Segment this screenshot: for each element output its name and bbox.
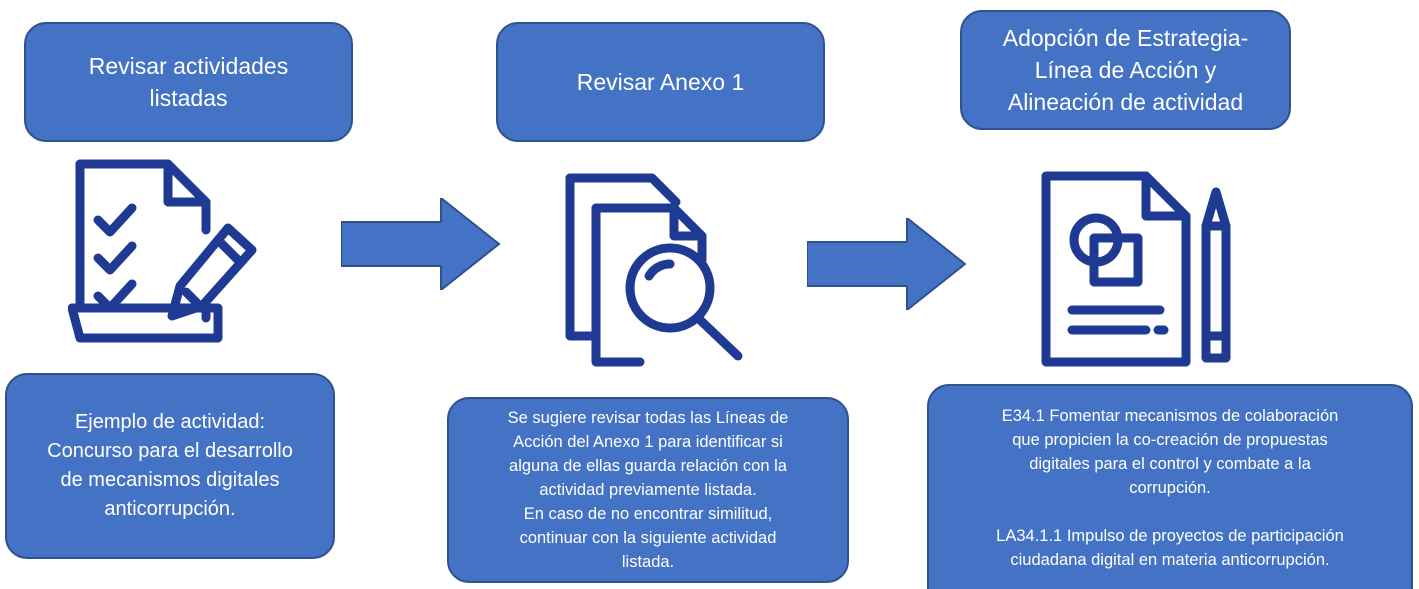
right-arrow-2 — [806, 215, 967, 315]
step-2-title-box: Revisar Anexo 1 — [496, 22, 825, 142]
step-2-description-line-3: alguna de ellas guarda relación con la — [509, 457, 787, 475]
step-2-description-line-7: listada. — [621, 553, 675, 571]
step-1-title-line-1: Revisar actividades — [88, 53, 289, 79]
step-1-title-box: Revisar actividades listadas — [24, 22, 353, 142]
document-search-icon — [556, 168, 756, 368]
step-3-description-line-5: LA34.1.1 Impulso de proyectos de partici… — [996, 527, 1344, 545]
step-3-title-line-2: Línea de Acción y — [1034, 57, 1217, 83]
step-2-description-line-6: continuar con la siguiente actividad — [519, 529, 777, 547]
step-3-description-line-4: corrupción. — [1129, 479, 1211, 497]
step-1-description-line-2: Concurso para el desarrollo — [47, 440, 293, 462]
right-arrow-1 — [340, 195, 501, 295]
step-3-title-line-1: Adopción de Estrategia- — [1002, 25, 1249, 51]
step-3-description-line-1: E34.1 Fomentar mecanismos de colaboració… — [1001, 407, 1339, 425]
step-3-description-box: E34.1 Fomentar mecanismos de colaboració… — [927, 384, 1413, 589]
checklist-edit-icon — [68, 158, 268, 348]
step-3-title-line-3: Alineación de actividad — [1007, 89, 1244, 115]
step-2-description-line-1: Se sugiere revisar todas las Líneas de — [507, 409, 789, 427]
step-1-description-line-4: anticorrupción. — [104, 498, 236, 520]
step-2-description-line-2: Acción del Anexo 1 para identificar si — [513, 433, 783, 451]
step-1-description-line-1: Ejemplo de actividad: — [74, 411, 266, 433]
step-3-description-line-3: digitales para el control y combate a la — [1029, 455, 1311, 473]
step-2-description-line-5: En caso de no encontrar similitud, — [523, 505, 773, 523]
step-2-description-line-4: actividad previamente listada. — [539, 481, 757, 499]
step-1-description-line-3: de mecanismos digitales — [60, 469, 280, 491]
step-3-description-line-6: ciudadana digital en materia anticorrupc… — [1010, 551, 1330, 569]
step-1-title-line-2: listadas — [149, 85, 228, 111]
step-3-description-line-2: que propicien la co-creación de propuest… — [1012, 431, 1328, 449]
step-1-description-box: Ejemplo de actividad: Concurso para el d… — [5, 373, 335, 559]
step-3-title-box: Adopción de Estrategia- Línea de Acción … — [960, 10, 1291, 130]
document-design-pencil-icon — [1036, 170, 1236, 370]
step-2-description-box: Se sugiere revisar todas las Líneas de A… — [447, 397, 849, 583]
step-2-title-line-1: Revisar Anexo 1 — [576, 69, 745, 95]
